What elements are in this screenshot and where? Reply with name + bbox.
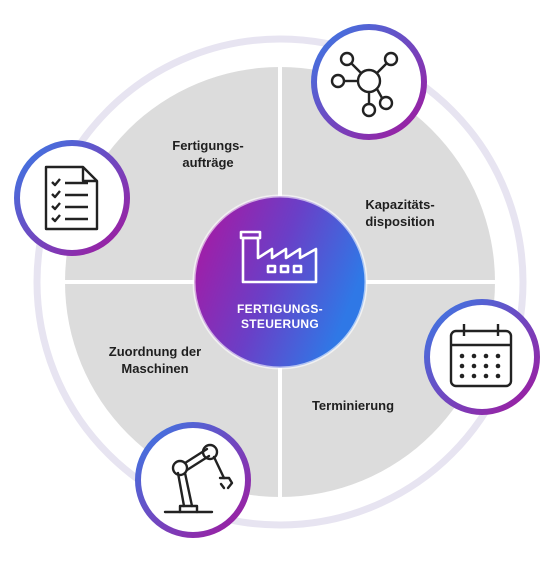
segment-label-line2: disposition <box>365 214 435 229</box>
segment-label-zuordnung: Zuordnung der Maschinen <box>95 343 215 377</box>
icon-circle-calendar <box>424 299 540 415</box>
network-nodes-icon <box>330 51 399 118</box>
segment-label-line1: Fertigungs- <box>172 138 244 153</box>
calendar-icon <box>449 324 513 388</box>
document-checklist-icon <box>44 165 99 231</box>
icon-circle-document <box>14 140 130 256</box>
segment-label-kapazitaetsdisposition: Kapazitäts- disposition <box>345 196 455 230</box>
center-title: FERTIGUNGS- STEUERUNG <box>200 302 360 332</box>
factory-icon <box>239 230 318 284</box>
segment-label-terminierung: Terminierung <box>298 397 408 414</box>
icon-circle-robot <box>135 422 251 538</box>
center-title-line2: STEUERUNG <box>240 317 320 331</box>
icon-circle-network <box>311 24 427 140</box>
center-title-line1: FERTIGUNGS- <box>237 302 323 316</box>
calendar-dots <box>459 353 501 379</box>
segment-label-line1: Terminierung <box>311 398 395 413</box>
segment-label-line2: Maschinen <box>121 361 189 376</box>
segment-label-line1: Zuordnung der <box>108 344 202 359</box>
robot-arm-icon <box>163 443 234 514</box>
center-circle-border <box>192 194 368 370</box>
segment-label-line2: aufträge <box>182 155 234 170</box>
segment-label-fertigungsauftraege: Fertigungs- aufträge <box>153 137 263 171</box>
segment-label-line1: Kapazitäts- <box>365 197 435 212</box>
